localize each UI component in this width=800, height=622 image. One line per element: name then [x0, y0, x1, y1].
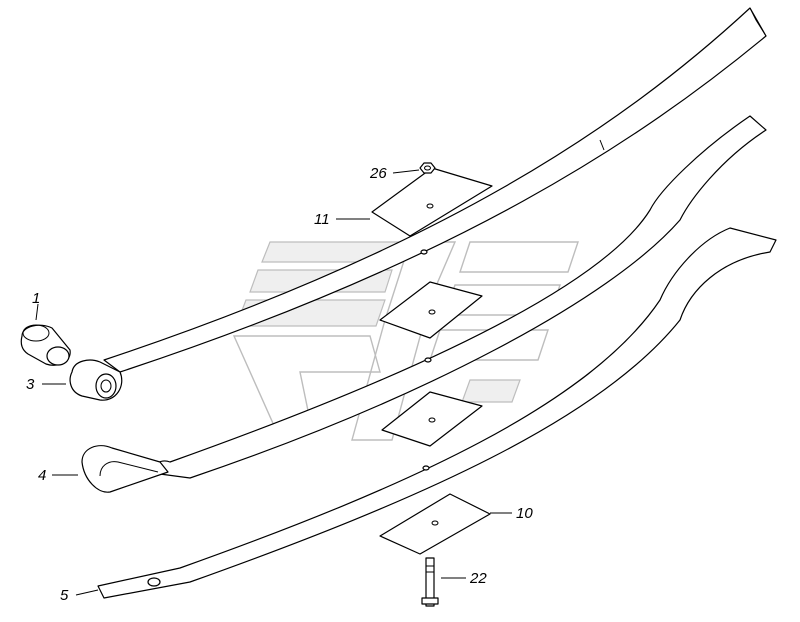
plate-part-10: [379, 493, 491, 555]
callout-1: 1: [32, 290, 40, 307]
bolt-part-22: [421, 557, 439, 607]
callout-3: 3: [26, 376, 35, 393]
spring-leaf-bottom: [97, 227, 777, 599]
nut-part-26: [419, 162, 436, 174]
bushing-part-1: [20, 324, 71, 366]
callout-11: 11: [314, 211, 330, 228]
callout-5: 5: [60, 587, 69, 604]
plate-part-11: [371, 167, 493, 237]
callout-10: 10: [516, 505, 533, 522]
plate-middle-upper: [379, 281, 483, 339]
leader-lines: [35, 169, 512, 596]
plate-middle-lower: [381, 391, 483, 447]
callout-22: 22: [469, 570, 487, 587]
spring-eye-part-3: [69, 359, 123, 401]
callout-26: 26: [369, 165, 387, 182]
callout-4: 4: [38, 467, 46, 484]
